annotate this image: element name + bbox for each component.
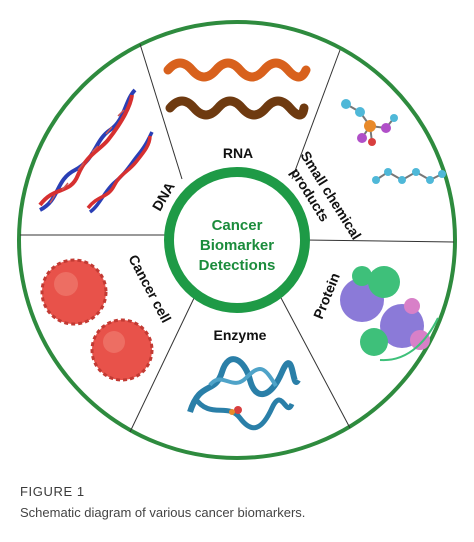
center-ring bbox=[164, 167, 310, 313]
figure-description: Schematic diagram of various cancer biom… bbox=[20, 505, 306, 520]
chemical-molecule-image bbox=[341, 99, 446, 184]
center-text-line-1: Cancer bbox=[212, 217, 263, 234]
rna-strand-image bbox=[163, 58, 311, 120]
figure-caption: FIGURE 1 Schematic diagram of various ca… bbox=[20, 484, 460, 520]
label-rna: RNA bbox=[223, 145, 253, 161]
cancer-cell-image bbox=[40, 258, 154, 382]
figure-title: FIGURE 1 bbox=[20, 484, 85, 499]
protein-structure-image bbox=[340, 266, 439, 362]
label-enzyme: Enzyme bbox=[214, 327, 267, 343]
center-text-line-2: Biomarker bbox=[200, 237, 274, 254]
enzyme-structure-image bbox=[187, 356, 301, 431]
biomarker-wheel-diagram: Cancer Biomarker Detections RNA Small ch… bbox=[17, 20, 457, 460]
center-text-line-3: Detections bbox=[199, 257, 276, 274]
segment-dividers bbox=[20, 43, 455, 433]
dna-helix-image bbox=[38, 88, 154, 214]
